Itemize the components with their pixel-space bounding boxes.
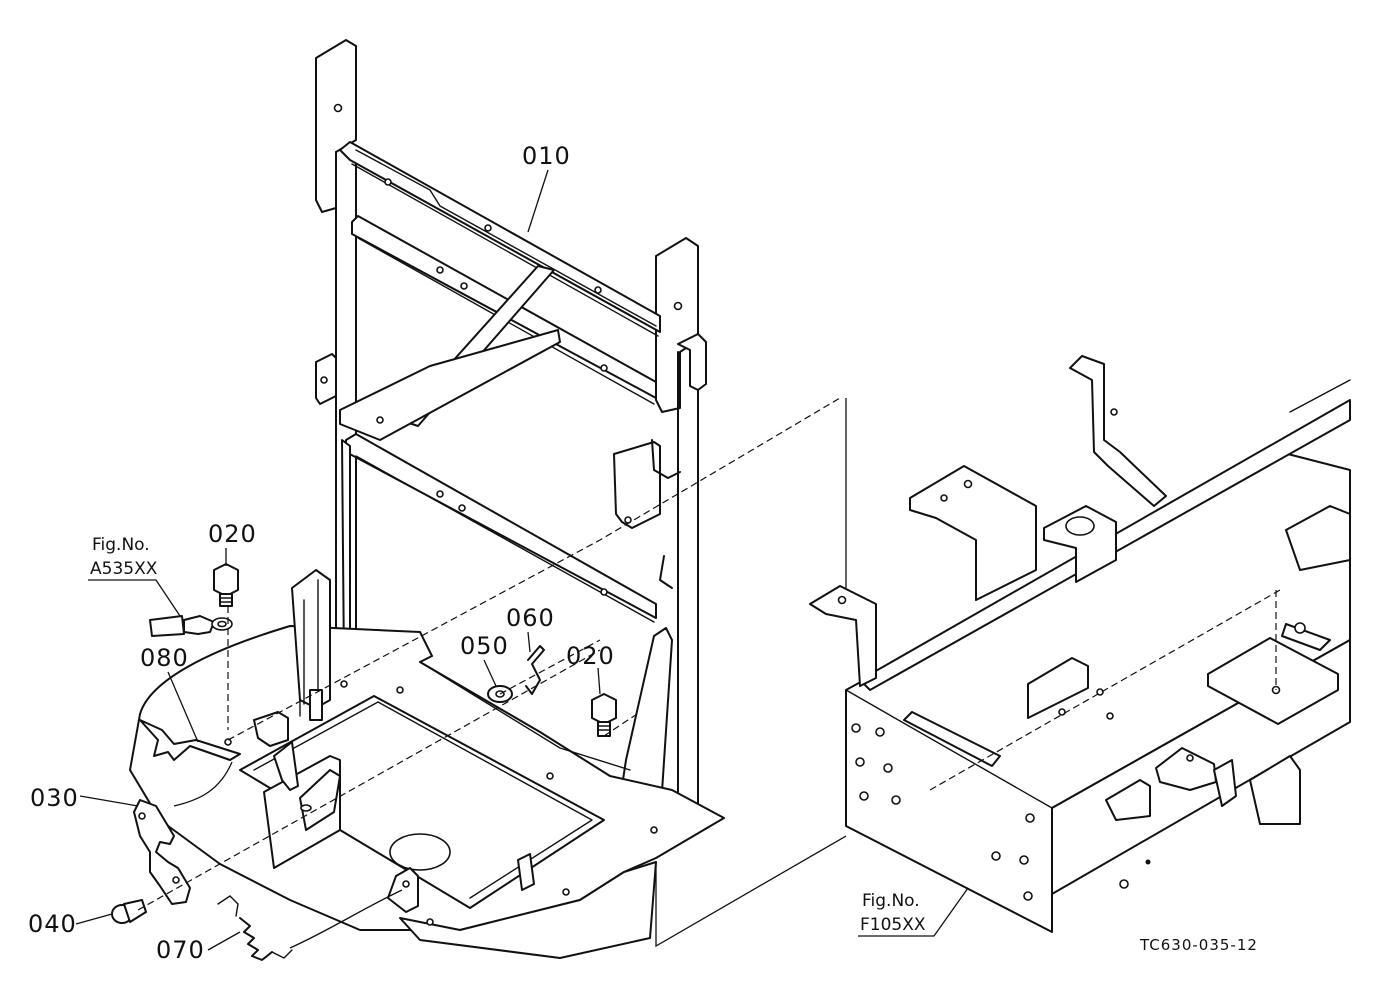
label-020-right: 020	[566, 642, 615, 670]
assembly-lines	[137, 397, 847, 949]
fig-ref-left: Fig.No. A535XX	[88, 535, 181, 617]
clip-060	[525, 645, 545, 695]
label-050: 050	[460, 632, 509, 660]
fig-ref-right-line2: F105XX	[860, 915, 926, 935]
label-040: 040	[28, 910, 77, 938]
fig-ref-left-line2: A535XX	[90, 559, 158, 579]
connector-cable	[149, 615, 233, 637]
label-020-left: 020	[208, 520, 257, 548]
part-labels: 010 020 020 030 040 050 060 070 080	[28, 142, 615, 964]
label-010: 010	[522, 142, 571, 170]
spring-070	[217, 895, 293, 961]
label-060: 060	[506, 604, 555, 632]
fig-ref-right: Fig.No. F105XX	[858, 887, 969, 937]
fig-ref-right-line1: Fig.No.	[862, 891, 920, 911]
fig-ref-left-line1: Fig.No.	[92, 535, 150, 555]
drawing-code: TC630-035-12	[1139, 936, 1258, 954]
clevis-pin-040	[111, 899, 147, 924]
bolt-020-left	[213, 563, 239, 607]
pin-080	[139, 719, 241, 761]
label-080: 080	[140, 644, 189, 672]
label-070: 070	[156, 936, 205, 964]
main-frame	[809, 355, 1351, 933]
lever-030	[133, 799, 191, 905]
label-030: 030	[30, 784, 79, 812]
seat-frame-assembly	[129, 39, 725, 959]
bolt-020-right	[591, 693, 617, 737]
